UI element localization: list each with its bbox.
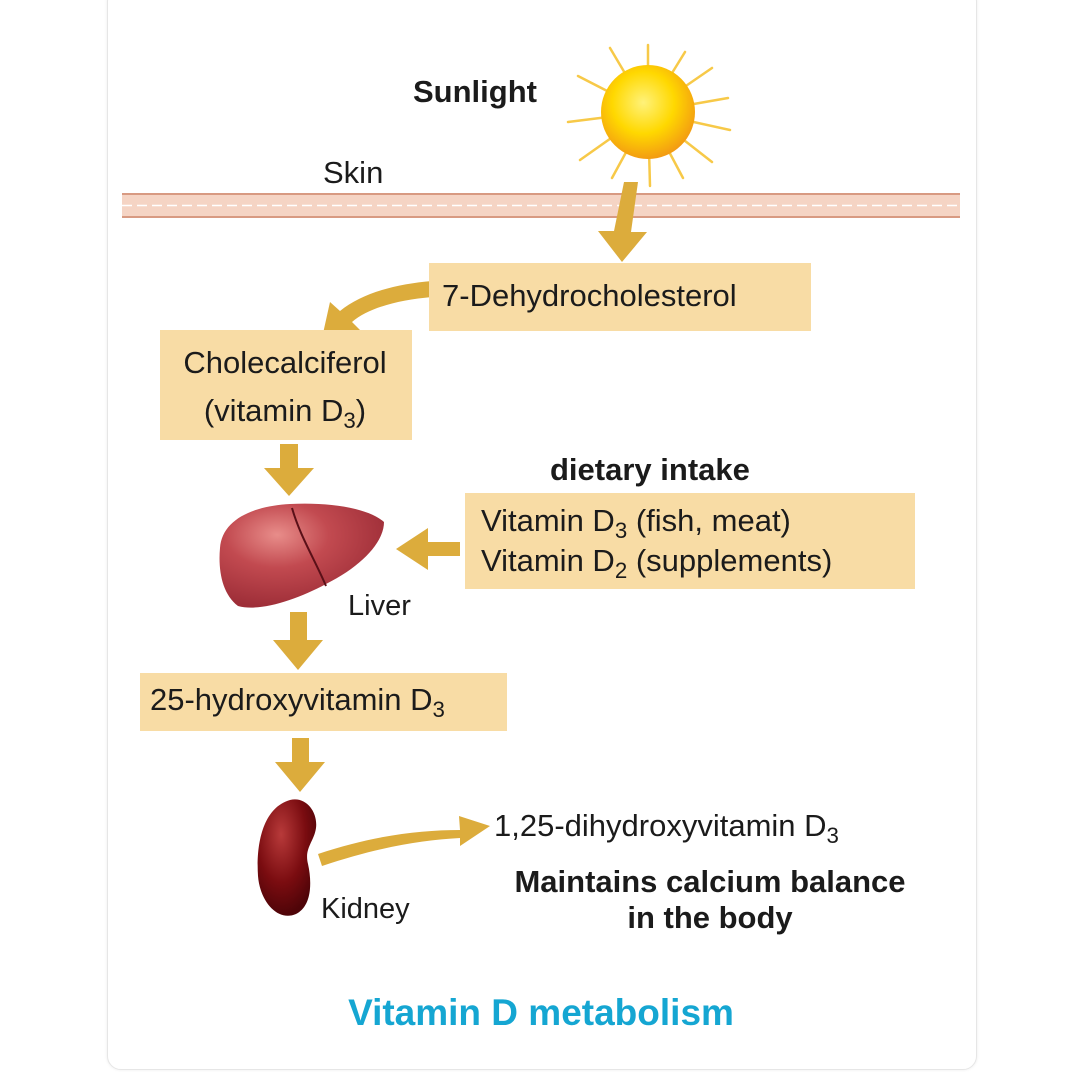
- kidney-icon: [257, 799, 317, 916]
- liver-icon: [219, 503, 384, 608]
- dihydroxy-label: 1,25-dihydroxyvitamin D3: [494, 808, 839, 849]
- maintains-line2: in the body: [627, 900, 793, 935]
- chole-label-line2: (vitamin D3): [203, 393, 367, 434]
- sun-icon: [566, 43, 732, 188]
- skin-layer: [122, 193, 960, 218]
- chole-box: [160, 330, 412, 440]
- dehydro-label: 7-Dehydrocholesterol: [442, 278, 737, 313]
- arrow-hydroxy-to-kidney: [275, 738, 325, 792]
- hydroxy-box: [140, 673, 507, 731]
- figure-caption: Vitamin D metabolism: [348, 992, 734, 1033]
- arrow-kidney-to-dihydroxy: [318, 816, 490, 866]
- maintains-line1: Maintains calcium balance: [514, 864, 906, 899]
- skin-label: Skin: [323, 155, 384, 190]
- sunlight-label: Sunlight: [413, 74, 537, 109]
- arrow-sun-to-dehydro: [598, 182, 647, 262]
- kidney-label: Kidney: [321, 893, 410, 925]
- hydroxy-label: 25-hydroxyvitamin D3: [150, 682, 445, 723]
- arrow-liver-to-hydroxy: [273, 612, 323, 670]
- liver-label: Liver: [348, 590, 411, 622]
- diet-line2: Vitamin D2 (supplements): [481, 543, 833, 584]
- arrow-dehydro-to-chole: [322, 281, 432, 338]
- dietary-box: [465, 493, 915, 589]
- diet-line1: Vitamin D3 (fish, meat): [481, 503, 791, 544]
- dehydro-box: [429, 263, 811, 331]
- chole-label-line1: Cholecalciferol: [183, 345, 387, 380]
- arrow-diet-to-liver: [396, 528, 460, 570]
- arrow-chole-to-liver: [264, 444, 314, 496]
- dietary-intake-label: dietary intake: [550, 452, 750, 487]
